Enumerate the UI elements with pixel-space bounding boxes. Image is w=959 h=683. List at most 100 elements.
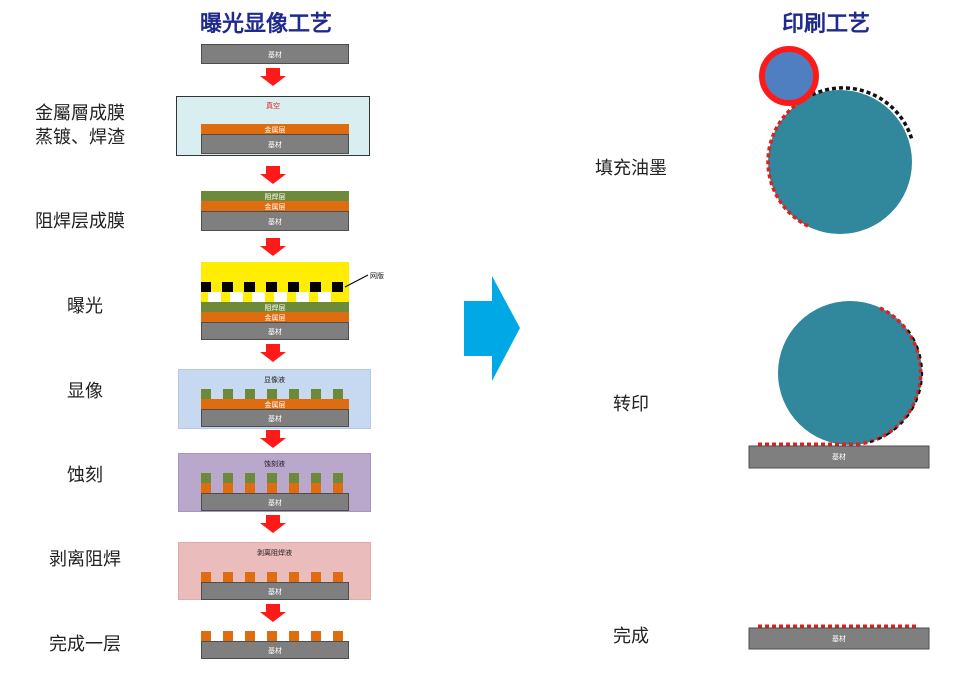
done-substrate (748, 627, 930, 650)
mask-blocks (201, 282, 343, 292)
light-gap-3 (252, 292, 265, 302)
dev-resist-5 (289, 389, 299, 399)
red-arrow-group (260, 68, 286, 622)
light-gap-4 (274, 292, 287, 302)
big-arrow-shape (464, 276, 520, 381)
step-label-strip: 剥离阻焊 (49, 549, 121, 570)
resist-label-step2: 阻焊层 (264, 193, 286, 201)
etch-metal-2 (223, 483, 233, 493)
metal-layer-step1 (201, 124, 349, 134)
complete-metal-5 (289, 631, 299, 641)
red-arrow-4 (260, 344, 286, 362)
dev-resist-7 (333, 389, 343, 399)
step-label-metal-film-line1: 金屬層成膜 (35, 103, 125, 124)
strip-metal-4 (267, 572, 277, 582)
substrate-step3 (201, 322, 349, 340)
done-substrate-label: 基材 (832, 635, 846, 643)
mask-block-7 (332, 282, 343, 292)
resist-layer-step2 (201, 191, 349, 201)
step-label-complete: 完成一层 (49, 634, 121, 655)
substrate-label-step5: 基材 (268, 499, 282, 507)
mask-block-2 (222, 282, 233, 292)
red-arrow-7 (260, 604, 286, 622)
metal-label-step1: 金属层 (264, 126, 286, 134)
substrate-label-step1: 基材 (268, 141, 282, 149)
etch-metal-3 (245, 483, 255, 493)
substrate-step4 (201, 409, 349, 427)
etch-resist-3 (245, 473, 255, 483)
step-label-metal-film-line2: 蒸镀、焊渣 (35, 127, 125, 148)
step-label-develop: 显像 (67, 381, 103, 402)
mask-block-6 (310, 282, 321, 292)
substrate-label-step3: 基材 (268, 328, 282, 336)
step-label-exposure: 曝光 (67, 296, 103, 317)
metal-layer-step4 (201, 399, 349, 409)
substrate-step0 (201, 44, 349, 64)
complete-metal-3 (245, 631, 255, 641)
substrate-label-step2: 基材 (268, 218, 282, 226)
light-gap-1 (208, 292, 221, 302)
ink-coating-arc (766, 100, 809, 228)
ink-coating-arc-dark (798, 86, 914, 141)
strip-metal-3 (245, 572, 255, 582)
substrate-label-step6: 基材 (268, 588, 282, 596)
step-label-done: 完成 (613, 626, 649, 647)
step-label-resist-film: 阻焊层成膜 (35, 211, 125, 232)
etch-resist-5 (289, 473, 299, 483)
ink-roller-big (768, 90, 912, 234)
step-label-fill-ink: 填充油墨 (595, 158, 667, 179)
strip-metal-7 (333, 572, 343, 582)
exposure-light-gaps (208, 292, 331, 302)
strip-metal-2 (223, 572, 233, 582)
etchant-label: 蚀刻液 (264, 460, 285, 468)
red-arrow-1 (260, 68, 286, 86)
vacuum-label: 真空 (266, 102, 280, 110)
metal-layer-step3 (201, 312, 349, 322)
etch-resist-6 (311, 473, 321, 483)
step-label-metal-film: 金屬層成膜 蒸镀、焊渣 (35, 102, 125, 150)
etch-metal-1 (201, 483, 211, 493)
dev-resist-4 (267, 389, 277, 399)
complete-metal-1 (201, 631, 211, 641)
etch-metal-4 (267, 483, 277, 493)
complete-metal-2 (223, 631, 233, 641)
etch-metal-5 (289, 483, 299, 493)
stripper-label: 剥离阻焊液 (257, 549, 292, 557)
light-gap-5 (296, 292, 309, 302)
left-title: 曝光显像工艺 (200, 12, 333, 37)
substrate-step7 (201, 641, 349, 659)
dev-resist-6 (311, 389, 321, 399)
complete-metal-6 (311, 631, 321, 641)
transfer-ink-arc-dark (869, 329, 924, 443)
strip-metal-6 (311, 572, 321, 582)
substrate-step1 (201, 134, 349, 154)
transfer-ink-arc (859, 306, 923, 446)
step-label-transfer: 转印 (613, 394, 649, 415)
mask-label: 网版 (370, 272, 384, 280)
resist-layer-step3 (201, 302, 349, 312)
metal-layer-step2 (201, 201, 349, 211)
step-label-etch: 蚀刻 (67, 465, 103, 486)
etch-resist-7 (333, 473, 343, 483)
complete-metal-7 (333, 631, 343, 641)
mask-leader-line (344, 274, 369, 288)
metal-label-step3: 金属层 (264, 314, 286, 322)
mask-block-4 (266, 282, 277, 292)
substrate-label-step7: 基材 (268, 647, 282, 655)
etch-resist-2 (223, 473, 233, 483)
etch-resist-1 (201, 473, 211, 483)
strip-metal-blocks (201, 572, 343, 582)
right-title: 印刷工艺 (782, 12, 871, 37)
develop-resist-blocks (201, 389, 343, 399)
complete-metal-4 (267, 631, 277, 641)
dev-resist-2 (223, 389, 233, 399)
substrate-step6 (201, 582, 349, 600)
substrate-label-step0: 基材 (268, 51, 282, 59)
resist-label-step3: 阻焊层 (264, 304, 286, 312)
